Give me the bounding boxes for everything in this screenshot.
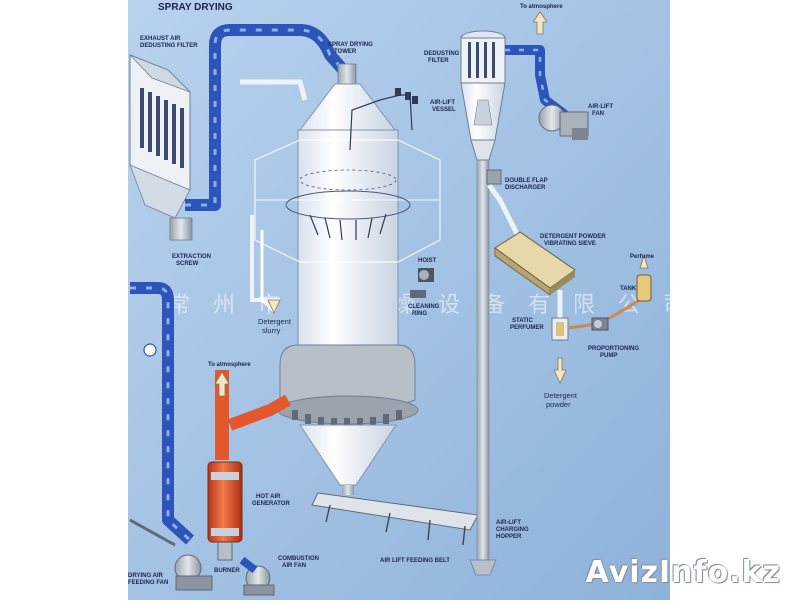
double-flap-discharger [486, 169, 502, 185]
label-cleaning-ring: CLEANING RING [408, 304, 441, 317]
cleaning-ring [410, 290, 426, 298]
label-spray-tower: SPRAY DRYING TOWER [328, 42, 374, 55]
drying-air-fan [174, 554, 213, 591]
label-drying-fan: DRYING AIR FEEDING FAN [128, 573, 168, 586]
label-hot-air-generator: HOT AIR GENERATOR [252, 494, 290, 507]
label-perfume: Perfume [630, 254, 655, 260]
label-burner: BURNER [214, 568, 240, 574]
label-to-atmosphere-top: To atmosphere [520, 4, 563, 10]
hot-air-generator [207, 370, 291, 561]
label-extraction-screw: EXTRACTION SCREW [172, 254, 213, 267]
static-perfumer [551, 317, 569, 341]
slurry-arrow-icon [267, 299, 281, 314]
atmosphere-arrow-icon [214, 371, 230, 397]
spray-drying-tower [254, 63, 441, 495]
label-combustion-fan: COMBUSTION AIR FAN [278, 556, 321, 569]
exhaust-arrow-icon [532, 11, 548, 35]
air-lift-fan [538, 104, 589, 140]
air-lift-duct [476, 159, 490, 561]
label-to-atmosphere-left: To atmosphere [208, 362, 251, 368]
diagram-title: SPRAY DRYING [158, 2, 233, 13]
proportioning-pump [591, 317, 609, 331]
label-air-lift-belt: AIR LIFT FEEDING BELT [380, 558, 450, 564]
label-static-perfumer: STATIC PERFUMER [510, 318, 544, 331]
label-air-lift-vessel: AIR-LIFT VESSEL [430, 100, 457, 113]
label-double-flap: DOUBLE FLAP DISCHARGER [505, 178, 549, 191]
perfume-tank [636, 274, 652, 302]
label-air-lift-fan: AIR-LIFT FAN [588, 104, 615, 117]
label-detergent-slurry: Detergent slurry [258, 317, 293, 335]
label-exhaust-filter: EXHAUST AIR DEDUSTING FILTER [140, 36, 198, 49]
air-lift-feeding-belt [311, 492, 479, 546]
site-watermark: AvizInfo.kz [585, 555, 781, 590]
dedusting-filter [460, 30, 506, 161]
chinese-watermark: 常 州 市 昌 干 燥 设 备 有 限 公 司 [168, 293, 693, 318]
perfume-arrow-icon [639, 254, 649, 269]
hoist [418, 268, 434, 282]
label-hoist: HOIST [418, 258, 437, 264]
exhaust-dedusting-filter [129, 54, 193, 241]
vibrating-sieve [494, 231, 576, 296]
label-proportioning-pump: PROPORTIONING PUMP [588, 346, 641, 359]
label-dedusting-filter: DEDUSTING FILTER [424, 51, 461, 64]
label-detergent-powder: Detergent powder [544, 391, 579, 409]
label-air-lift-hopper: AIR-LIFT CHARGING HOPPER [496, 520, 530, 540]
label-tank: TANK [620, 286, 637, 292]
label-vibrating-sieve: DETERGENT POWDER VIBRATING SIEVE [540, 234, 607, 247]
powder-arrow-icon [553, 357, 567, 384]
